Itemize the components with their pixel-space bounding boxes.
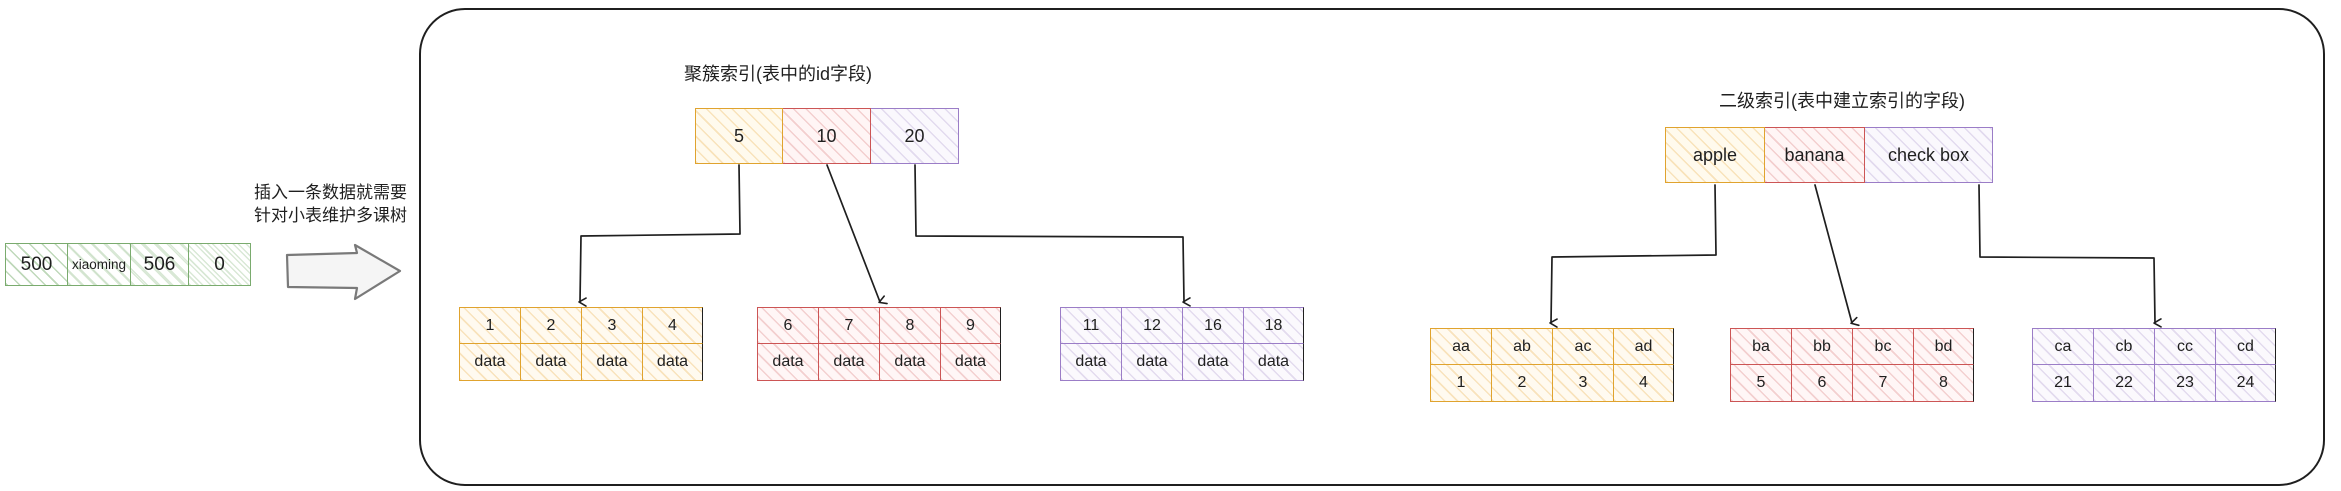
leaf-cell: bc [1852,328,1913,365]
leaf-cell: 8 [879,307,940,344]
secondary-leaf-1: ba bb bc bd 5 6 7 8 [1730,328,1974,402]
leaf-cell: ca [2032,328,2093,365]
secondary-leaf-2: ca cb cc cd 21 22 23 24 [2032,328,2276,402]
leaf-cell: data [1121,344,1182,381]
record-cell-id: 500 [6,244,68,285]
record-cell-flag: 0 [189,244,250,285]
right-block-arrow-icon [285,243,402,301]
leaf-cell: 11 [1060,307,1121,344]
leaf-cell: 9 [940,307,1001,344]
clustered-root-cell-2: 20 [871,108,959,164]
clustered-leaf-2: 11 12 16 18 data data data data [1060,307,1304,381]
annotation-text: 插入一条数据就需要 针对小表维护多课树 [254,183,407,225]
secondary-root-node: apple banana check box [1665,127,1993,183]
leaf-value-row: data data data data [459,344,703,381]
leaf-value-row: data data data data [1060,344,1304,381]
clustered-root-cell-0: 5 [695,108,783,164]
input-record-row: 500 xiaoming 506 0 [5,243,251,286]
leaf-cell: 3 [1552,365,1613,402]
leaf-key-row: 1 2 3 4 [459,307,703,344]
leaf-cell: data [1182,344,1243,381]
leaf-cell: 23 [2154,365,2215,402]
leaf-cell: data [757,344,818,381]
leaf-cell: 5 [1730,365,1791,402]
leaf-cell: ad [1613,328,1674,365]
leaf-cell: data [818,344,879,381]
leaf-key-row: ca cb cc cd [2032,328,2276,365]
leaf-cell: ac [1552,328,1613,365]
leaf-key-row: ba bb bc bd [1730,328,1974,365]
leaf-key-row: 6 7 8 9 [757,307,1001,344]
leaf-cell: 4 [642,307,703,344]
leaf-cell: 4 [1613,365,1674,402]
leaf-cell: 1 [1430,365,1491,402]
leaf-cell: data [1060,344,1121,381]
leaf-key-row: 11 12 16 18 [1060,307,1304,344]
secondary-root-cell-0: apple [1665,127,1765,183]
leaf-cell: 2 [520,307,581,344]
record-cell-name: xiaoming [68,244,131,285]
leaf-cell: data [940,344,1001,381]
leaf-cell: data [581,344,642,381]
leaf-cell: aa [1430,328,1491,365]
secondary-index-title: 二级索引(表中建立索引的字段) [1719,91,1965,111]
leaf-cell: cb [2093,328,2154,365]
secondary-root-cell-1: banana [1765,127,1865,183]
secondary-root-cell-2: check box [1865,127,1993,183]
leaf-value-row: 1 2 3 4 [1430,365,1674,402]
clustered-root-node: 5 10 20 [695,108,959,164]
leaf-cell: ab [1491,328,1552,365]
leaf-cell: 6 [757,307,818,344]
leaf-cell: cd [2215,328,2276,365]
leaf-cell: ba [1730,328,1791,365]
leaf-value-row: 21 22 23 24 [2032,365,2276,402]
clustered-root-cell-1: 10 [783,108,871,164]
leaf-cell: data [879,344,940,381]
record-cell-number: 506 [131,244,189,285]
clustered-index-title: 聚簇索引(表中的id字段) [684,64,872,84]
clustered-leaf-0: 1 2 3 4 data data data data [459,307,703,381]
diagram-outer-container [419,8,2325,486]
leaf-value-row: data data data data [757,344,1001,381]
leaf-cell: 7 [1852,365,1913,402]
leaf-cell: cc [2154,328,2215,365]
leaf-cell: 16 [1182,307,1243,344]
leaf-cell: 24 [2215,365,2276,402]
leaf-cell: bd [1913,328,1974,365]
leaf-cell: 2 [1491,365,1552,402]
leaf-cell: data [1243,344,1304,381]
leaf-cell: 6 [1791,365,1852,402]
leaf-cell: 1 [459,307,520,344]
leaf-cell: data [459,344,520,381]
leaf-key-row: aa ab ac ad [1430,328,1674,365]
leaf-cell: 8 [1913,365,1974,402]
leaf-cell: 22 [2093,365,2154,402]
clustered-leaf-1: 6 7 8 9 data data data data [757,307,1001,381]
leaf-cell: data [520,344,581,381]
leaf-cell: data [642,344,703,381]
leaf-cell: bb [1791,328,1852,365]
leaf-cell: 7 [818,307,879,344]
secondary-leaf-0: aa ab ac ad 1 2 3 4 [1430,328,1674,402]
leaf-cell: 3 [581,307,642,344]
leaf-cell: 18 [1243,307,1304,344]
leaf-cell: 21 [2032,365,2093,402]
leaf-value-row: 5 6 7 8 [1730,365,1974,402]
leaf-cell: 12 [1121,307,1182,344]
